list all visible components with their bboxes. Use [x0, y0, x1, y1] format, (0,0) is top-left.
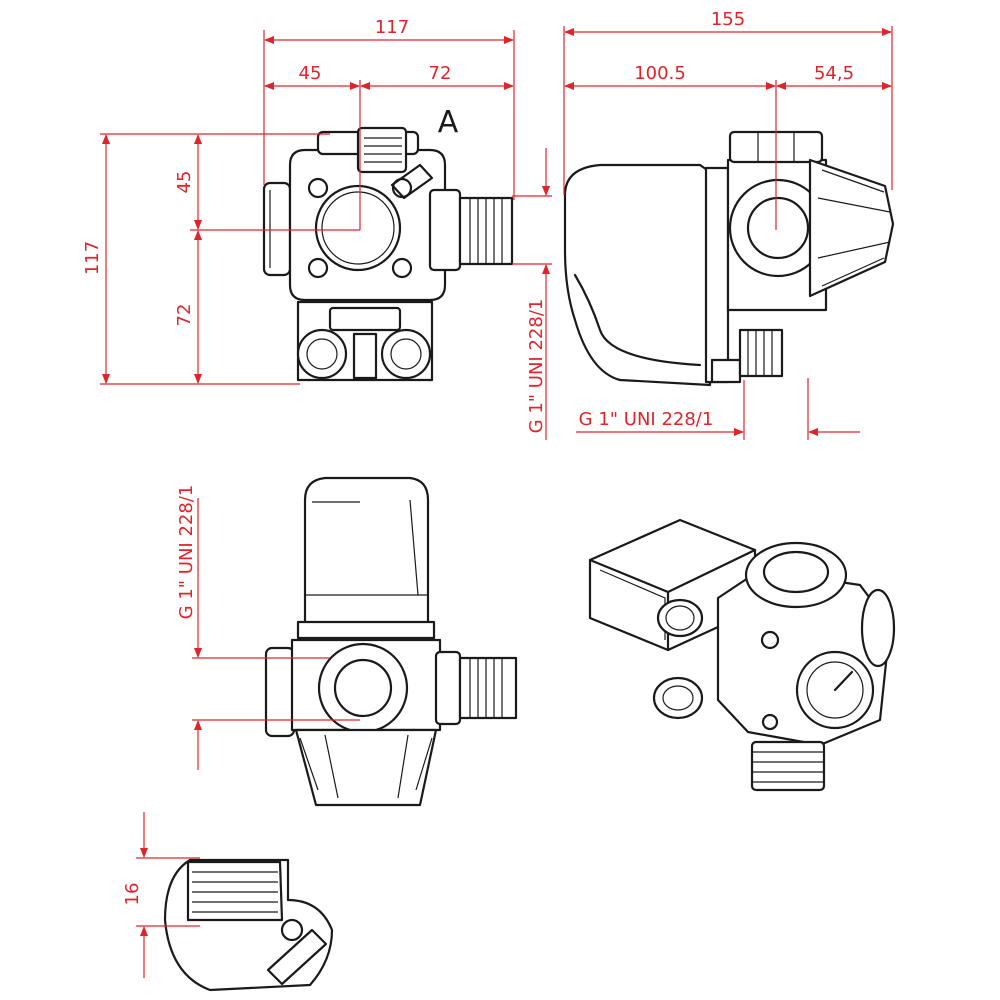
thread-label-horizontal: G 1" UNI 228/1: [579, 409, 714, 430]
dim-left-lower: 72: [174, 304, 195, 327]
side-view: [563, 130, 895, 387]
dim-top-width: 117: [375, 17, 409, 38]
dim-left-upper: 45: [174, 171, 195, 194]
dim-top-left: 45: [299, 63, 322, 84]
dim-side-width: 155: [711, 9, 745, 30]
detail-label: A: [438, 105, 459, 140]
dim-side-left: 100.5: [634, 63, 686, 84]
top-view: [262, 126, 514, 382]
detail-a-dimensions: 16: [122, 812, 200, 978]
isometric-view: [588, 518, 896, 792]
thread-label-vertical-front: G 1" UNI 228/1: [176, 485, 197, 620]
thread-lines: [469, 198, 503, 264]
dim-top-right: 72: [429, 63, 452, 84]
dim-side-right: 54,5: [814, 63, 854, 84]
front-view: [264, 476, 518, 807]
dim-left-height: 117: [82, 241, 103, 275]
top-view-dimensions: 117 45 72 A 117 45 72 G 1" UNI 228/1: [82, 17, 552, 440]
dim-detail-height: 16: [122, 883, 143, 906]
detail-a-view: [163, 858, 334, 992]
thread-label-vertical-right: G 1" UNI 228/1: [526, 299, 547, 434]
front-view-dimensions: G 1" UNI 228/1: [176, 485, 360, 770]
side-view-dimensions: 155 100.5 54,5 G 1" UNI 228/1: [563, 9, 893, 440]
